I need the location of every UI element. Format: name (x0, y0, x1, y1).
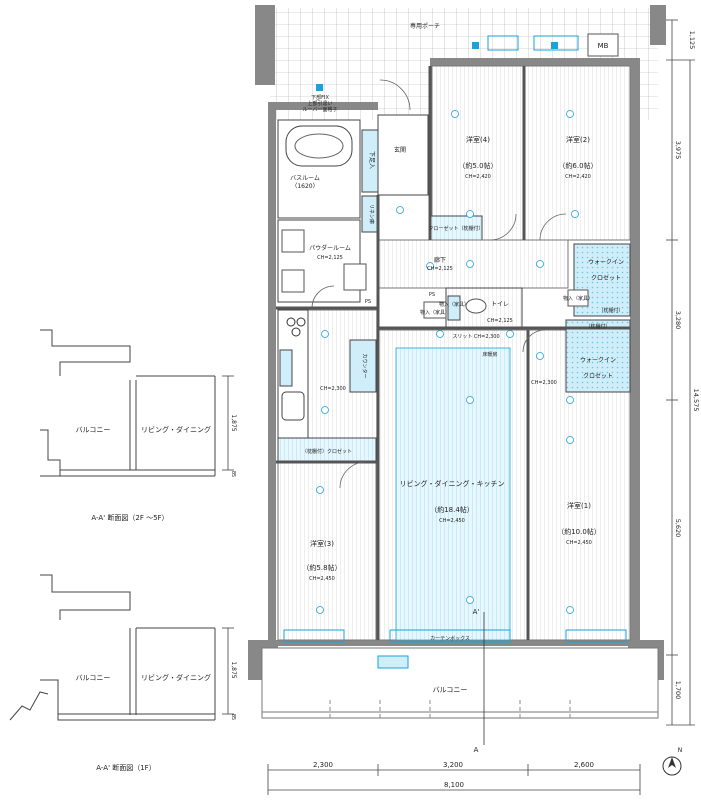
walkin1b-label: クロゼット (591, 274, 621, 282)
section2-step: 85 (230, 714, 236, 720)
dim-bottom-2: 2,600 (574, 761, 594, 769)
ps-label-1: PS (429, 292, 435, 298)
section1-height: 1,875 (230, 414, 237, 431)
walkin-closet-2 (565, 319, 631, 393)
section1-caption: A-A' 断面図（2F ～5F） (91, 513, 168, 522)
room-western4 (431, 65, 525, 241)
dim-right-2: 3,280 (674, 311, 682, 330)
section1-balcony: バルコニー (76, 426, 111, 434)
dim-right-total: 14,575 (692, 389, 700, 412)
ldk-size-label: （約18.4帖） (430, 505, 474, 514)
walkin2-label: ウォークイン (580, 356, 616, 364)
closet-bottom-label: （枕棚付）クロゼット (302, 448, 352, 455)
walkin1-label: ウォークイン (588, 258, 624, 266)
linen-label: リネン庫 (368, 204, 375, 224)
section-a2-label: A (474, 746, 479, 754)
curtain-label: カーテンボックス (430, 635, 470, 642)
section1-living: リビング・ダイニング (141, 425, 211, 434)
ldk-label: リビング・ダイニング・キッチン (400, 479, 505, 488)
shelf2-label: （枕棚付） (585, 323, 610, 330)
western4-ch-label: CH=2,420 (465, 174, 491, 180)
western1-size-label: （約10.0帖） (557, 527, 601, 536)
bathroom-label: バスルーム (290, 175, 320, 182)
western4-label: 洋室(4) (466, 135, 490, 144)
western1-ch-label: CH=2,450 (566, 540, 592, 546)
north-arrow-icon (662, 756, 682, 776)
dim-right-1: 3,975 (674, 141, 682, 160)
porch-label: 専用ポーチ (410, 22, 440, 30)
storage1-label: 物入（家具） (563, 295, 593, 302)
room-entrance (377, 114, 429, 196)
dim-right-3: 5,620 (674, 519, 682, 538)
louver2-label: ルーバー面格子 (303, 106, 338, 113)
toilet-ch-label: CH=2,125 (487, 318, 513, 324)
section2-balcony: バルコニー (76, 674, 111, 682)
dim-bottom-0: 2,300 (313, 761, 333, 769)
slit-label: スリット CH=2,300 (452, 334, 499, 340)
ch2300-label: CH=2,300 (531, 380, 557, 386)
shoe-label: 下足入 (368, 151, 375, 169)
dim-bottom-1: 3,200 (443, 761, 463, 769)
western3-ch-label: CH=2,450 (309, 576, 335, 582)
kitchen-ch-label: CH=2,300 (320, 386, 346, 392)
western4-size-label: （約5.0帖） (458, 161, 497, 170)
mb-label: MB (598, 42, 609, 50)
dim-right-0: 1,125 (688, 31, 696, 50)
toilet-label: トイレ (491, 301, 509, 308)
light-fixtures (316, 110, 579, 614)
hall-ch-label: CH=2,125 (427, 266, 453, 272)
floor-heating-area (395, 347, 511, 641)
dim-bottom-total: 8,100 (444, 781, 464, 789)
section1-step: 85 (230, 471, 236, 477)
closet-western4 (429, 215, 483, 241)
closet-shelf-label: クローゼット（枕棚付） (428, 225, 483, 232)
section-2f-5f (40, 329, 216, 477)
ps-label-2: PS (365, 299, 371, 305)
interior-walls (276, 66, 630, 640)
room-western3 (277, 461, 377, 641)
western2-ch-label: CH=2,420 (565, 174, 591, 180)
balcony-area (261, 647, 659, 719)
section2-caption: A-A' 断面図（1F） (96, 763, 155, 772)
western2-size-label: （約6.0帖） (558, 161, 597, 170)
hall-label: 廊下 (434, 256, 446, 264)
floor-heating-label: 床暖房 (482, 351, 497, 358)
shelf1-label: （枕棚付） (598, 307, 623, 314)
ldk-ch-label: CH=2,450 (439, 518, 465, 524)
western1-label: 洋室(1) (567, 501, 591, 510)
closet-bottom (277, 437, 377, 463)
shoe-cabinet (361, 129, 379, 193)
western2-label: 洋室(2) (566, 135, 590, 144)
entrance-label: 玄関 (394, 146, 406, 154)
powder-ch-label: CH=2,125 (317, 255, 343, 261)
section-1f (9, 574, 216, 721)
storage3-label: 物入（家具） (439, 301, 469, 308)
western3-size-label: （約5.8帖） (302, 563, 341, 572)
powder-label: パウダールーム (309, 244, 351, 252)
section-a-label: A' (473, 608, 480, 616)
bathroom-size-label: （1620） (291, 183, 318, 190)
section2-living: リビング・ダイニング (141, 673, 211, 682)
section2-height: 1,875 (230, 661, 237, 678)
dining-counter (349, 339, 377, 393)
door-swings (311, 79, 567, 489)
dim-right-4: 1,700 (674, 681, 682, 700)
western3-label: 洋室(3) (310, 539, 334, 548)
north-label: N (678, 747, 683, 754)
balcony-label: バルコニー (433, 686, 468, 694)
mb-box (587, 33, 619, 57)
right-dimensions (666, 19, 695, 726)
counter-label: カウンター (361, 353, 368, 378)
bottom-dimensions (267, 764, 641, 795)
storage2-label: 物入（家具） (420, 309, 450, 316)
walkin2b-label: クロゼット (583, 372, 613, 380)
fix-label: 下部FIX (311, 94, 329, 101)
louver-label: 上部引違い (307, 100, 332, 107)
